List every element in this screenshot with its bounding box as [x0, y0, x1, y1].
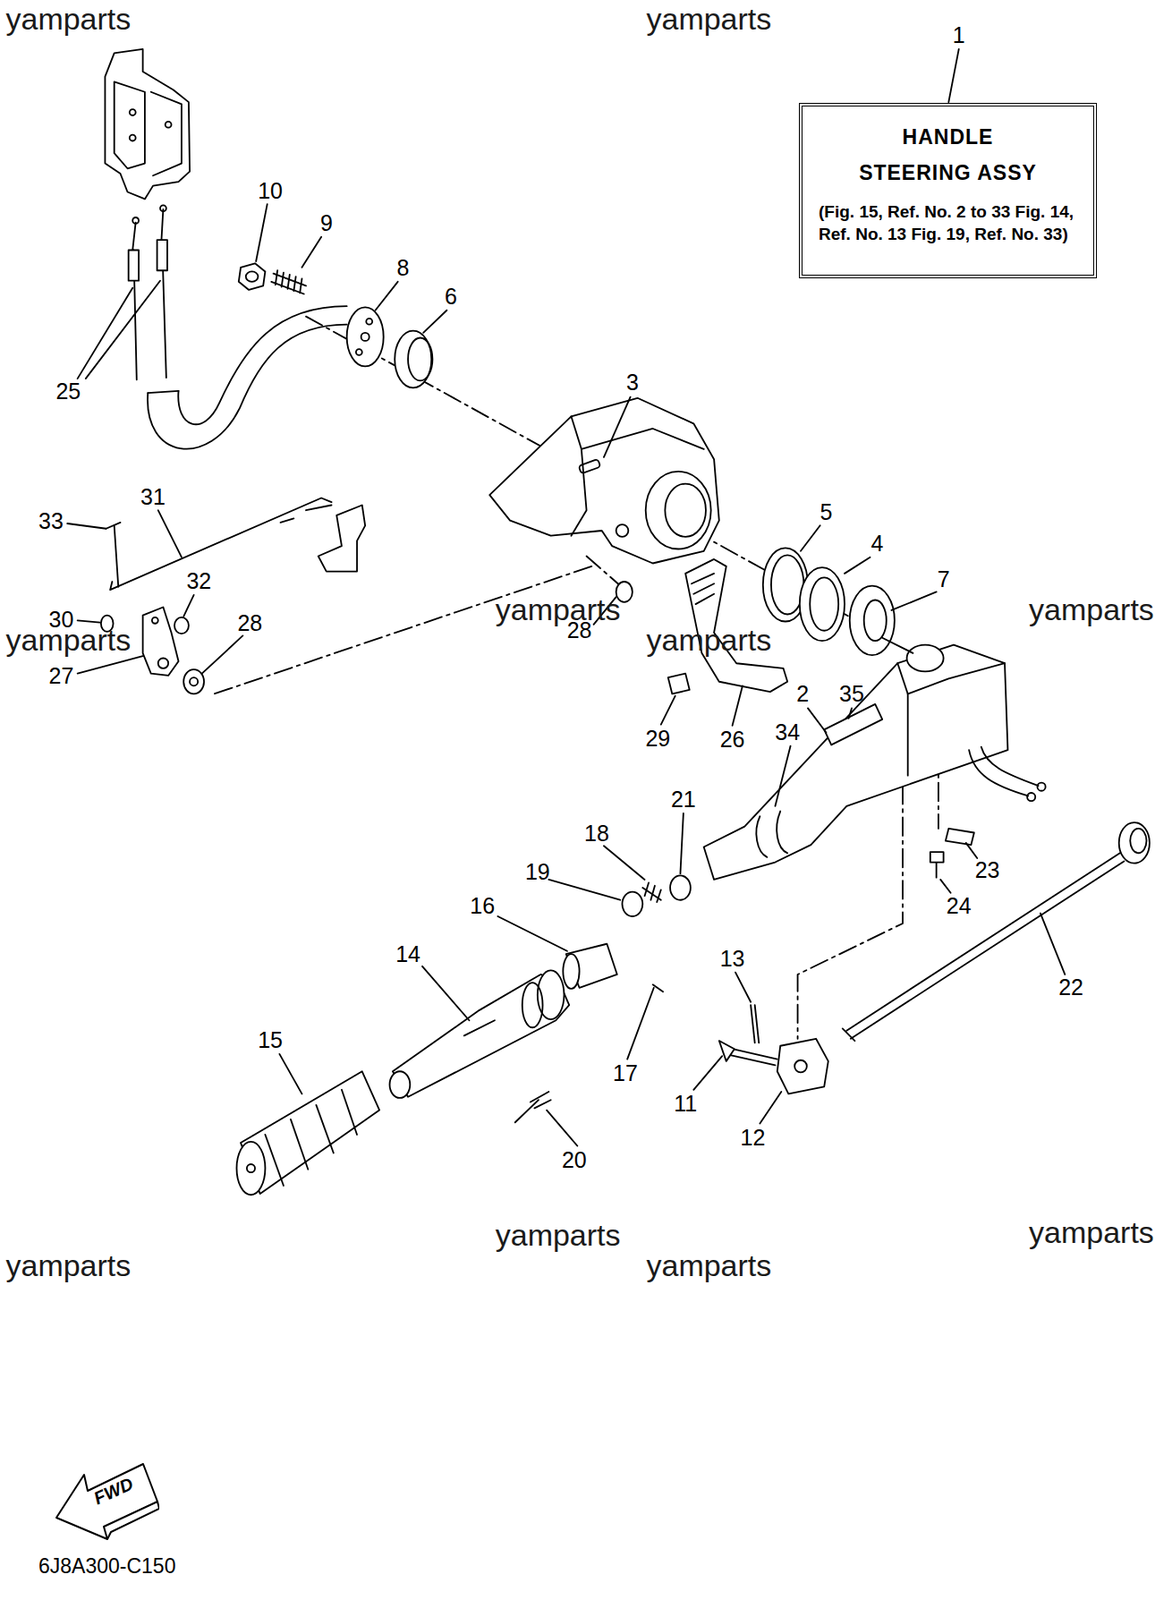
- watermark: yamparts: [645, 3, 772, 34]
- assembly-title: HANDLE STEERING ASSY: [849, 118, 1047, 192]
- callout-number: 5: [820, 501, 833, 524]
- watermark: yamparts: [5, 3, 131, 34]
- watermark: yamparts: [495, 1219, 621, 1250]
- callout-number: 22: [1058, 976, 1084, 999]
- callout-number: 3: [626, 371, 639, 394]
- watermark: yamparts: [495, 594, 621, 625]
- callout-number: 9: [320, 212, 333, 235]
- callout-number: 28: [237, 611, 263, 635]
- callout-number: 35: [839, 682, 865, 705]
- callout-number: 16: [469, 894, 495, 918]
- callout-number: 19: [525, 860, 551, 884]
- callout-number: 33: [38, 509, 64, 533]
- callout-number: 21: [670, 788, 697, 811]
- watermark: yamparts: [645, 1249, 772, 1281]
- watermark: yamparts: [1028, 1216, 1155, 1248]
- callout-number: 4: [871, 532, 884, 555]
- watermark: yamparts: [645, 624, 772, 655]
- callout-number: 20: [561, 1148, 587, 1172]
- callout-number: 15: [257, 1028, 283, 1052]
- callout-number: 26: [720, 728, 746, 751]
- forward-arrow: FWD: [53, 1454, 160, 1541]
- callout-number: 34: [774, 721, 800, 744]
- callout-number: 8: [396, 256, 409, 280]
- callout-number: 11: [673, 1092, 697, 1115]
- callout-number: 13: [720, 947, 746, 970]
- callout-number: 12: [740, 1126, 766, 1149]
- callout-number: 10: [257, 179, 283, 203]
- callout-number: 18: [584, 822, 610, 845]
- callout-number: 24: [946, 894, 972, 918]
- watermark: yamparts: [5, 624, 131, 655]
- callout-number: 31: [140, 485, 166, 509]
- watermark: yamparts: [1028, 594, 1155, 625]
- callout-number: 14: [395, 942, 421, 966]
- watermark: yamparts: [5, 1249, 131, 1281]
- callout-number: 1: [952, 24, 966, 47]
- assembly-note-box: HANDLE STEERING ASSY (Fig. 15, Ref. No. 2…: [798, 102, 1097, 279]
- callout-number: 25: [55, 380, 81, 403]
- assembly-reference: (Fig. 15, Ref. No. 2 to 33 Fig. 14, Ref.…: [813, 200, 1088, 247]
- diagram-code: 6J8A300-C150: [38, 1555, 176, 1577]
- callout-number: 17: [612, 1061, 638, 1085]
- callout-number: 29: [645, 727, 671, 750]
- callout-number: 6: [444, 285, 458, 308]
- callout-number: 23: [975, 858, 1001, 882]
- callout-number: 27: [49, 664, 75, 688]
- callout-number: 32: [186, 569, 212, 593]
- callout-number: 2: [796, 682, 809, 705]
- callout-number: 7: [937, 568, 951, 591]
